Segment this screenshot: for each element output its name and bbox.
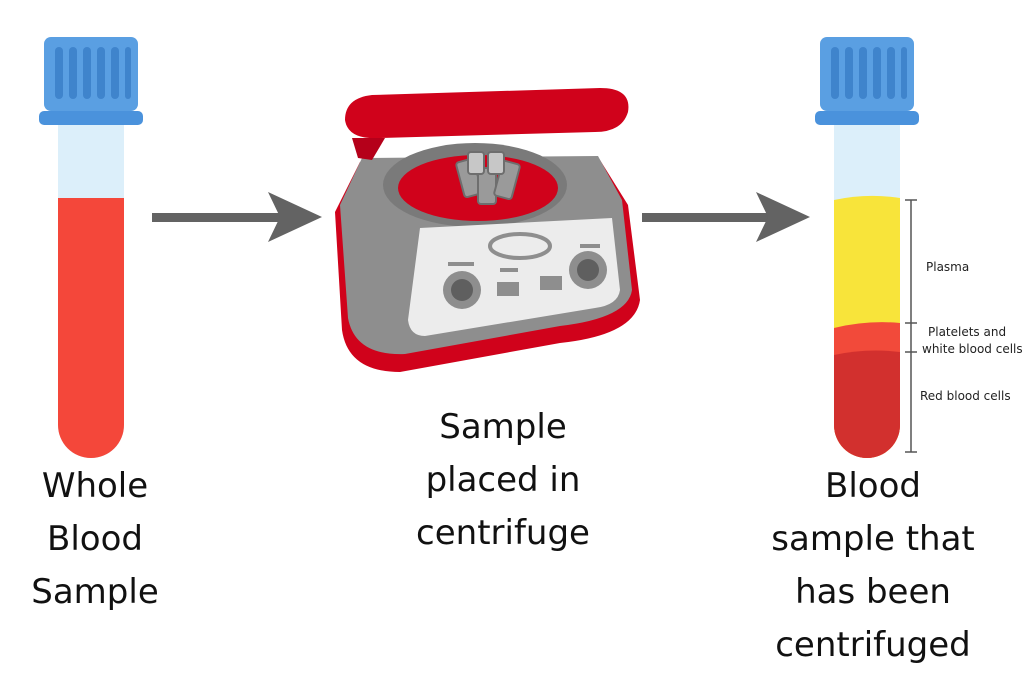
centrifuge-caption: Sample placed in centrifuge — [416, 407, 590, 553]
whole-blood-caption: Whole Blood Sample — [31, 466, 159, 612]
centrifuge-icon — [335, 88, 640, 372]
arrow-right-icon — [642, 192, 810, 242]
platelets-label: Platelets and white blood cells — [922, 325, 1023, 356]
separated-caption: Blood sample that has been centrifuged — [771, 466, 975, 665]
separated-blood-tube-icon — [815, 37, 919, 458]
red-cells-label: Red blood cells — [920, 389, 1011, 403]
arrow-right-icon — [152, 192, 322, 242]
plasma-label: Plasma — [926, 260, 970, 274]
whole-blood-tube-icon — [39, 37, 143, 458]
layer-bracket — [905, 199, 917, 453]
